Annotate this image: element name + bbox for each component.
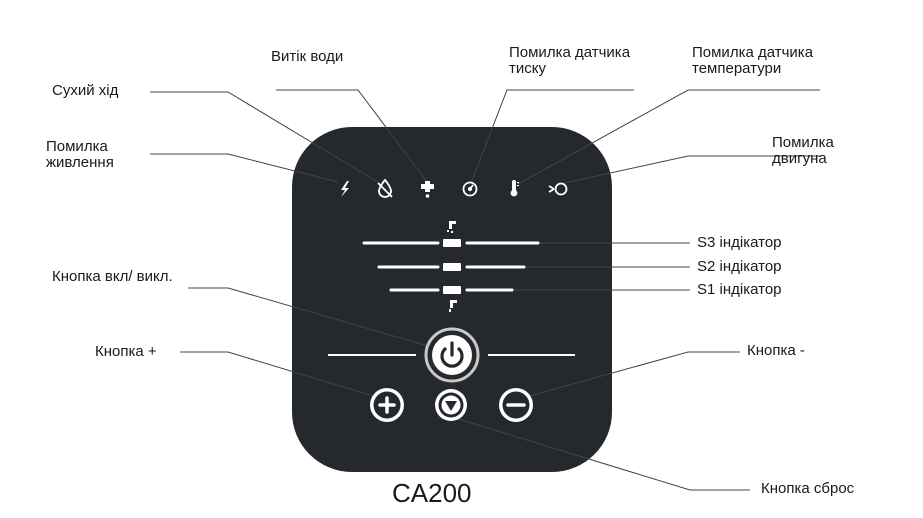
thermometer-icon xyxy=(510,180,519,197)
reset-triangle-icon xyxy=(445,401,457,411)
leader-temperature xyxy=(517,89,820,185)
leader-power-error xyxy=(150,153,339,183)
leader-plus xyxy=(180,351,381,399)
label-minus-button: Кнопка - xyxy=(747,342,805,359)
power-button[interactable] xyxy=(424,327,480,383)
lightning-icon xyxy=(341,181,349,197)
s2-center-led xyxy=(443,263,461,271)
leader-minus xyxy=(521,351,740,399)
leader-power-button xyxy=(188,287,429,347)
label-pressure-sensor: Помилка датчика тиску xyxy=(509,44,631,77)
reset-button[interactable] xyxy=(435,389,467,421)
label-s1: S1 індікатор xyxy=(697,281,782,298)
leader-leak xyxy=(276,89,429,184)
s3-center-led xyxy=(443,239,461,247)
pressure-gauge-icon xyxy=(462,181,478,197)
label-dry-run: Сухий хід xyxy=(52,82,119,99)
dry-run-drop-icon xyxy=(377,178,393,198)
s1-center-led xyxy=(443,286,461,294)
motor-icon xyxy=(548,182,568,196)
model-name: CA200 xyxy=(392,478,472,508)
leader-reset xyxy=(454,417,750,491)
minus-button[interactable] xyxy=(499,388,533,422)
label-temperature-sensor: Помилка датчика температури xyxy=(692,44,814,77)
leak-pipe-icon xyxy=(421,181,434,198)
power-icon xyxy=(440,341,464,368)
label-plus-button: Кнопка + xyxy=(95,343,157,360)
label-s3: S3 індікатор xyxy=(697,234,782,251)
leader-motor xyxy=(559,155,820,185)
leader-dry-run xyxy=(150,91,382,185)
label-motor-error: Помилка двигуна xyxy=(772,134,834,167)
control-panel xyxy=(292,127,612,472)
plus-button[interactable] xyxy=(370,388,404,422)
low-tap-icon xyxy=(449,300,457,312)
high-tap-icon xyxy=(447,221,456,233)
label-s2: S2 індікатор xyxy=(697,258,782,275)
leader-pressure xyxy=(470,89,634,184)
plus-icon xyxy=(378,396,396,414)
label-power-error: Помилка живлення xyxy=(46,138,114,171)
label-power-button: Кнопка вкл/ викл. xyxy=(52,268,173,285)
label-leak: Витік води xyxy=(271,48,344,65)
label-reset-button: Кнопка сброс xyxy=(761,480,855,497)
